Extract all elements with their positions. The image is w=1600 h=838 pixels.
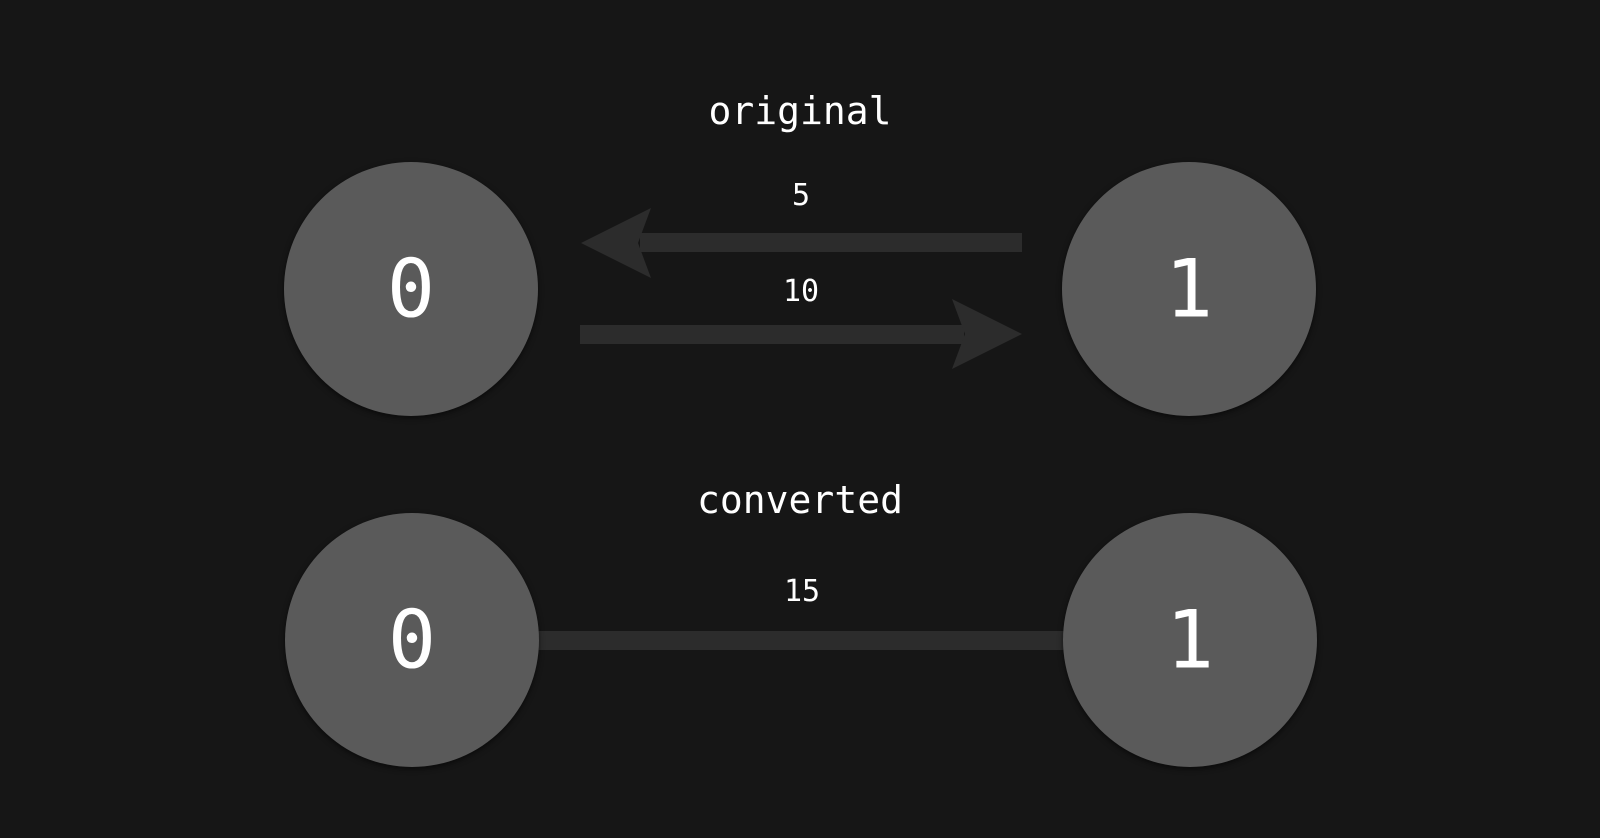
arrow-left-icon xyxy=(581,208,651,278)
node-label: 0 xyxy=(388,594,436,687)
converted-edge-0-1: 15 xyxy=(535,574,1067,650)
converted-node-0: 0 xyxy=(285,513,539,767)
node-circle xyxy=(284,162,538,416)
converted-title: converted xyxy=(697,478,903,522)
edge-line xyxy=(535,631,1067,650)
node-label: 0 xyxy=(387,243,435,336)
original-node-0: 0 xyxy=(284,162,538,416)
converted-node-1: 1 xyxy=(1063,513,1317,767)
original-section: original 5 10 0 1 xyxy=(284,89,1316,416)
original-edge-1-to-0: 5 xyxy=(581,178,1022,278)
edge-weight-label: 10 xyxy=(783,274,819,309)
original-title: original xyxy=(708,89,891,133)
node-circle xyxy=(285,513,539,767)
original-node-1: 1 xyxy=(1062,162,1316,416)
edge-shaft xyxy=(640,233,1022,252)
converted-section: converted 15 0 1 xyxy=(285,478,1317,767)
edge-shaft xyxy=(580,325,964,344)
node-label: 1 xyxy=(1166,594,1214,687)
arrow-right-icon xyxy=(952,299,1022,369)
edge-weight-label: 5 xyxy=(792,178,810,213)
node-circle xyxy=(1062,162,1316,416)
node-circle xyxy=(1063,513,1317,767)
node-label: 1 xyxy=(1165,243,1213,336)
edge-weight-label: 15 xyxy=(784,574,820,609)
original-edge-0-to-1: 10 xyxy=(580,274,1022,369)
